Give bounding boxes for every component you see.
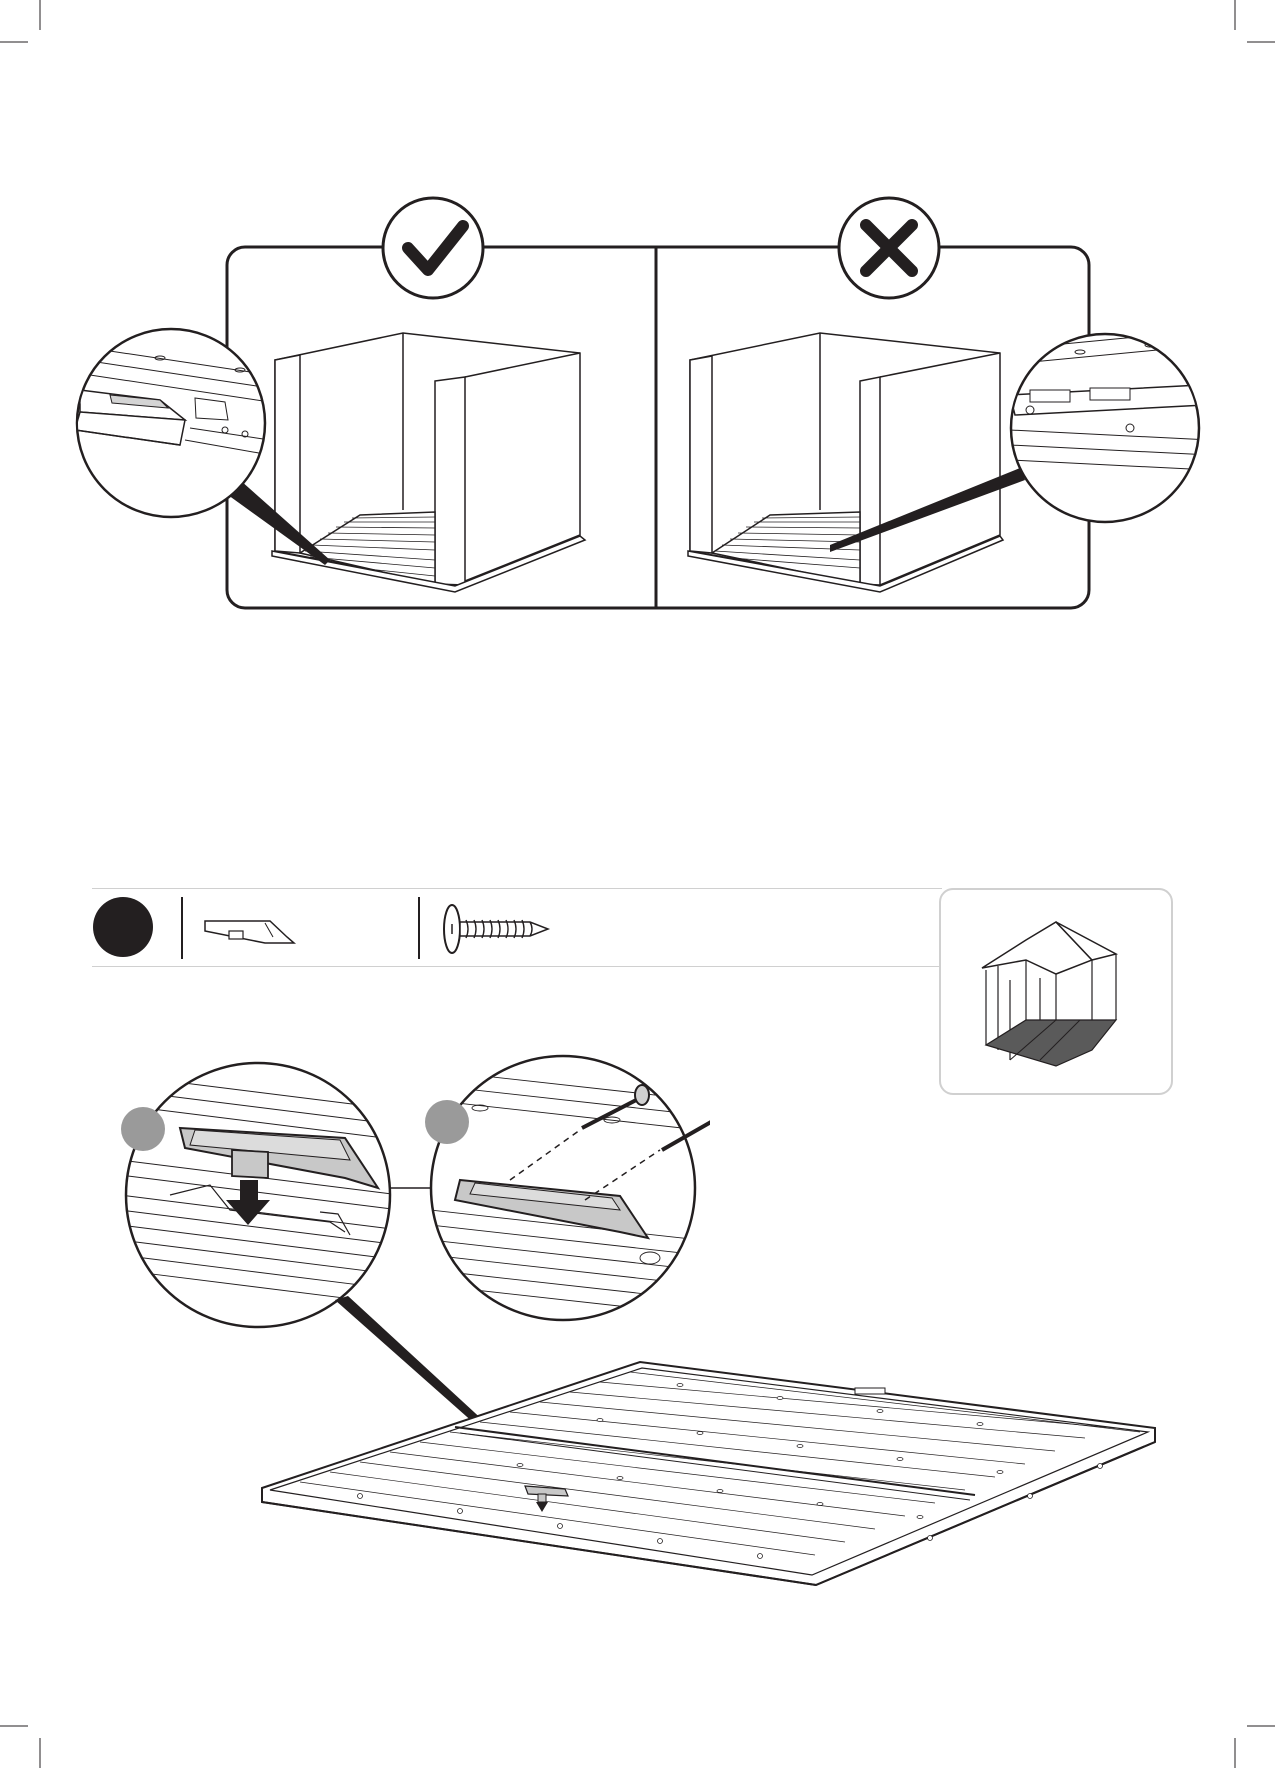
floor-base [255,1355,1160,1590]
comparison-panel [60,190,1220,620]
shed-floor-highlight [970,910,1140,1080]
step-number-badge [93,897,153,957]
x-mark-icon [839,198,939,298]
room-incorrect [688,333,1003,592]
header-divider [418,897,420,959]
sub-step-badge-1 [121,1107,165,1151]
screw-icon [440,900,552,958]
header-divider [181,897,183,959]
check-mark-icon [383,198,483,298]
sub-step-badge-2 [425,1100,469,1144]
clip-bracket-icon [195,915,305,947]
